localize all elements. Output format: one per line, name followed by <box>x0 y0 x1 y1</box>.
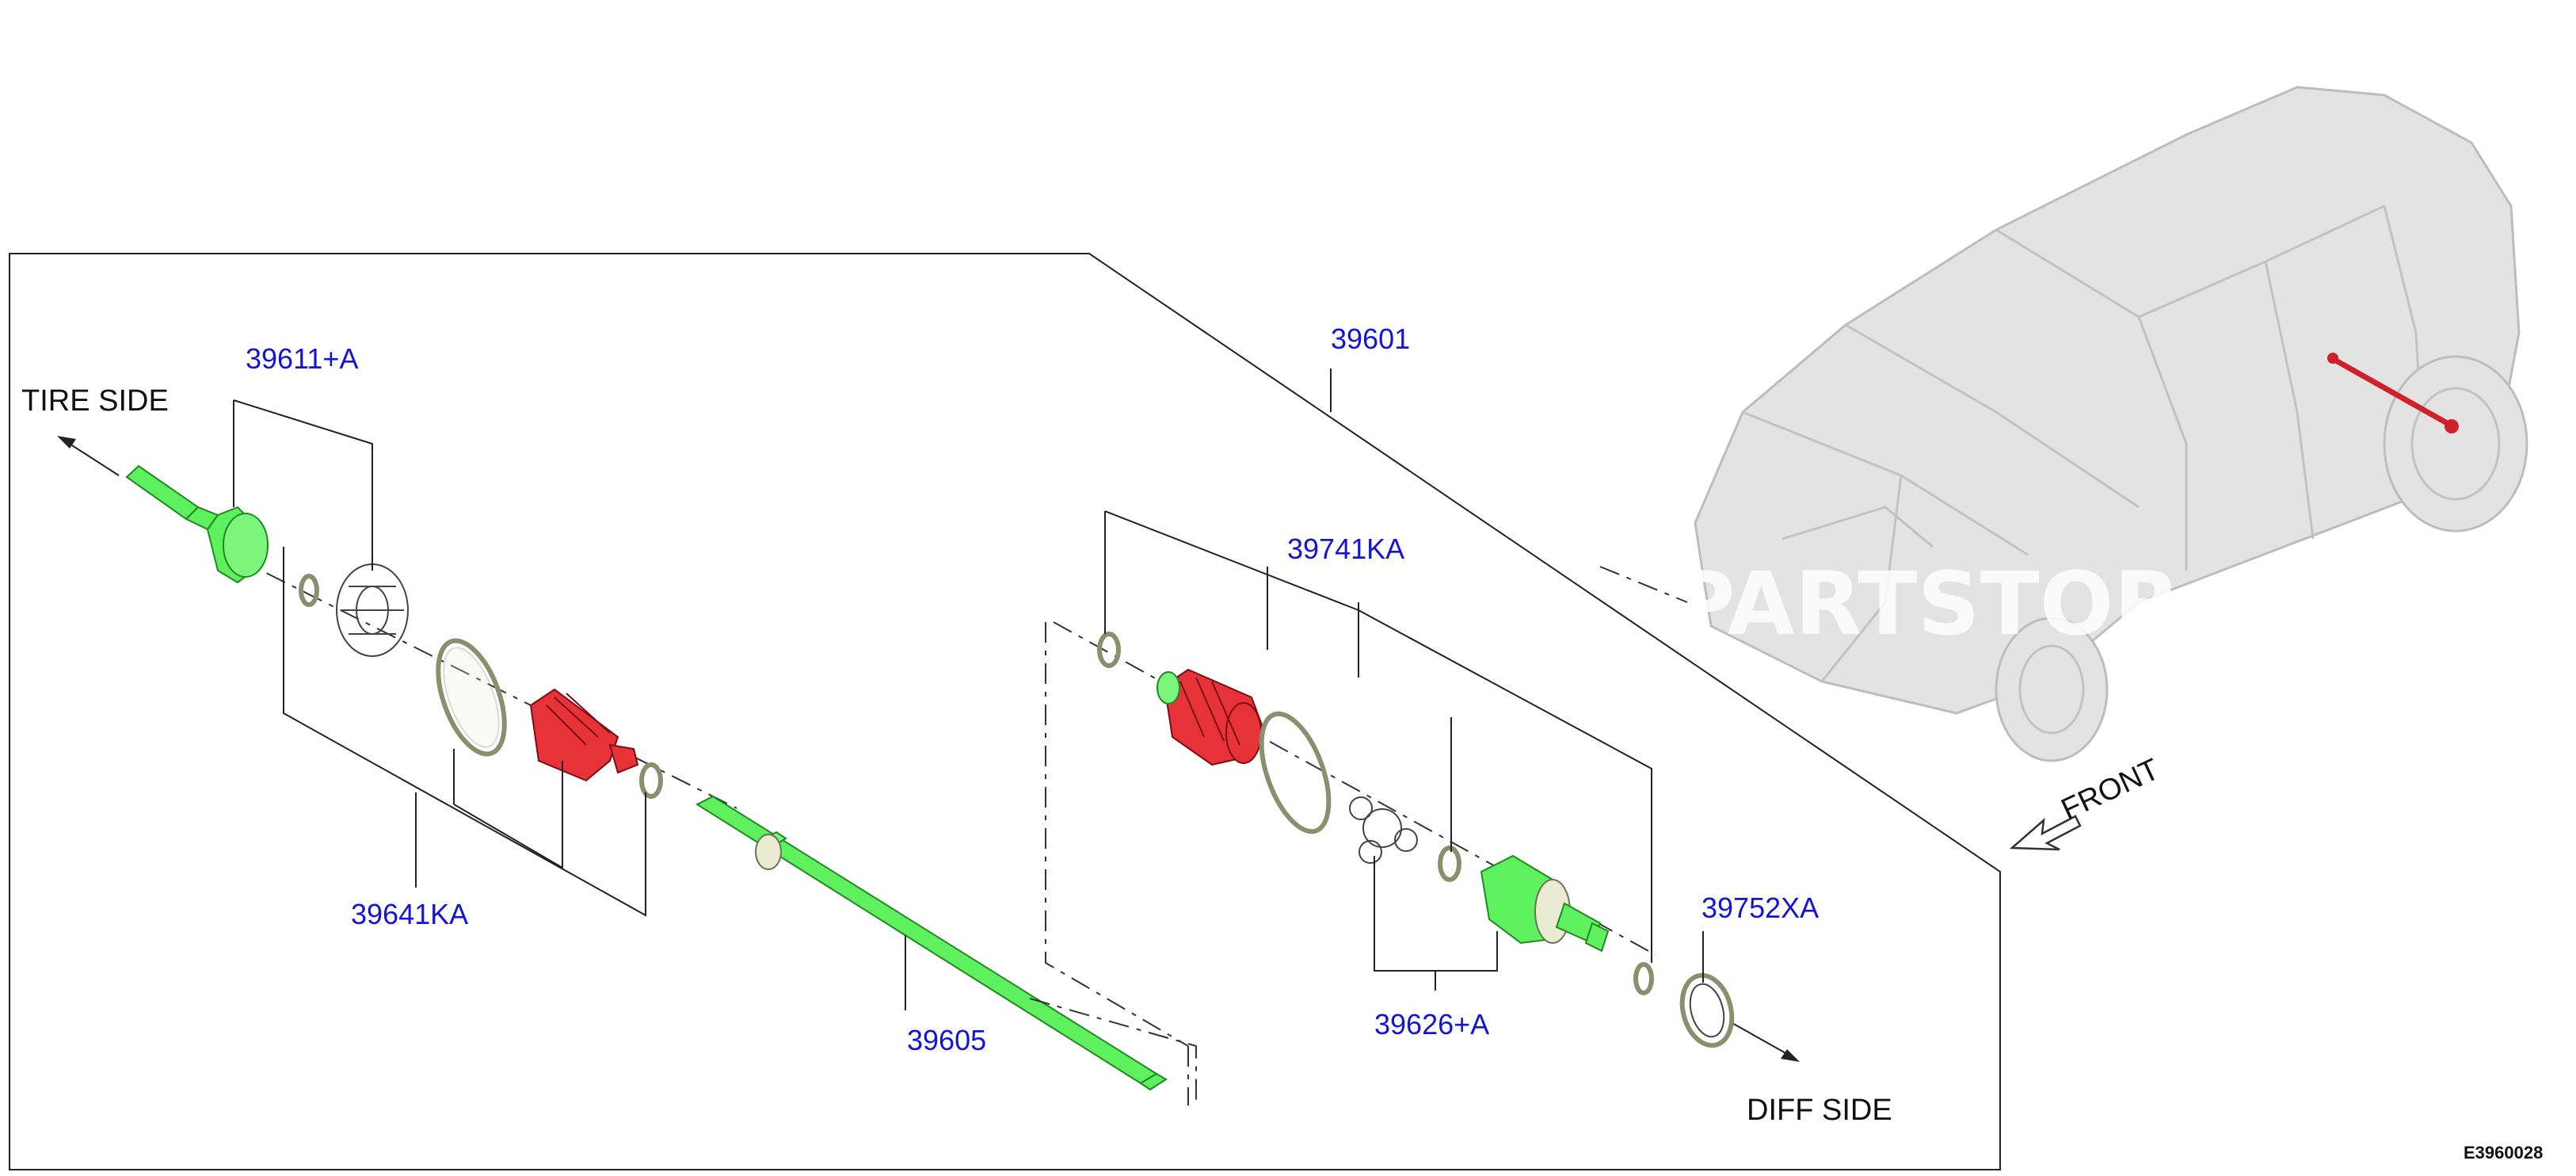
boot-band-large-2 <box>1259 711 1332 834</box>
outer-joint-39611a[interactable] <box>125 464 269 584</box>
inner-joint-39626a[interactable] <box>1480 854 1610 953</box>
snap-ring <box>1438 846 1461 882</box>
boot-39741ka[interactable] <box>1157 668 1265 766</box>
callout-39611a[interactable]: 39611+A <box>246 342 358 375</box>
diagram-code: E3960028 <box>2464 1143 2543 1163</box>
tire-side-arrow <box>57 436 120 476</box>
callout-39605[interactable]: 39605 <box>907 1024 986 1056</box>
boot-band-small-2 <box>1097 632 1121 668</box>
small-ring-diff <box>1633 962 1654 995</box>
oil-seal-39752xa[interactable] <box>1675 970 1739 1051</box>
watermark-text: PARTSTOR <box>1671 553 2181 655</box>
callout-39741ka[interactable]: 39741KA <box>1287 533 1404 565</box>
callout-39626a[interactable]: 39626+A <box>1374 1008 1489 1040</box>
callout-39752xa[interactable]: 39752XA <box>1701 892 1819 924</box>
tripod-spider <box>1349 796 1418 864</box>
boot-band-large-1 <box>436 638 507 757</box>
boot-band-small-1 <box>639 762 663 799</box>
callout-39601[interactable]: 39601 <box>1331 323 1410 355</box>
bearing-cage <box>336 563 409 657</box>
front-arrow <box>2009 815 2082 851</box>
boot-39641ka[interactable] <box>529 688 639 782</box>
vehicle-illustration: PARTSTOR <box>1671 86 2528 762</box>
small-ring-tire <box>299 574 319 607</box>
diff-side-arrow <box>1730 1021 1800 1062</box>
tire-side-label: TIRE SIDE <box>21 384 169 418</box>
callout-39641ka[interactable]: 39641KA <box>351 898 468 930</box>
front-label: FRONT <box>2056 753 2164 827</box>
diff-side-label: DIFF SIDE <box>1747 1094 1892 1127</box>
drive-shaft-39605[interactable] <box>695 795 1197 1105</box>
